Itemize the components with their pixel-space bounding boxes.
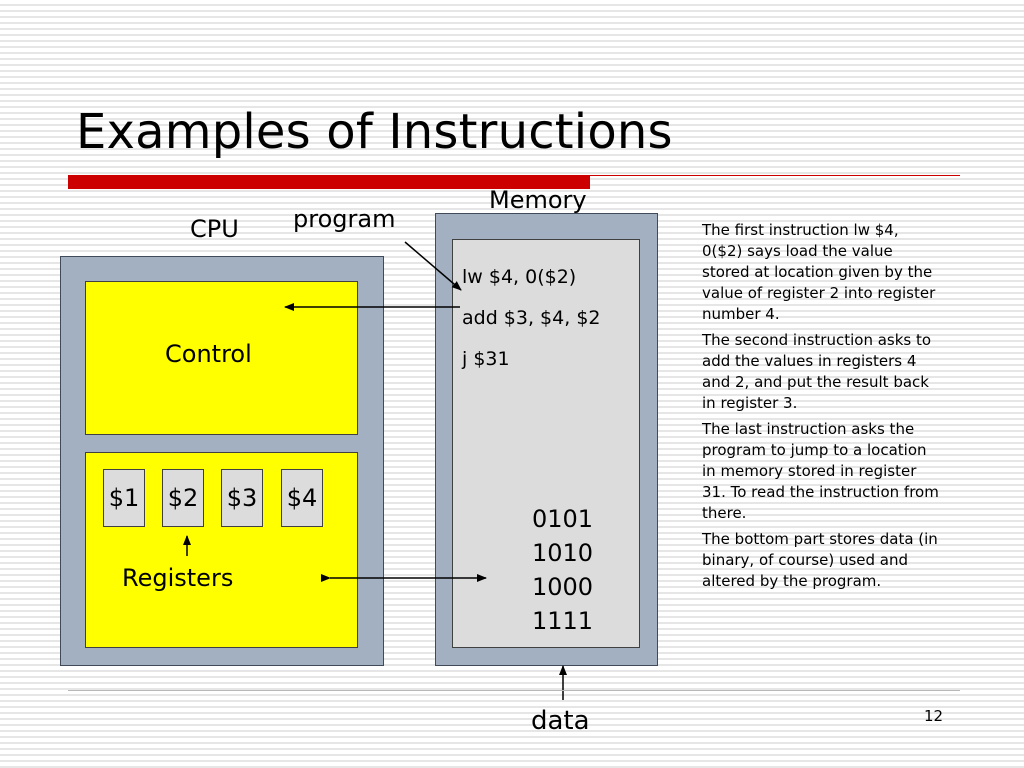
registers-label: Registers (122, 564, 234, 592)
cpu-label: CPU (190, 215, 239, 243)
slide-title: Examples of Instructions (76, 104, 673, 160)
instruction-3: j $31 (462, 348, 510, 370)
explanation-notes: The first instruction lw $4, 0($2) says … (702, 220, 942, 597)
title-divider (590, 175, 960, 176)
program-pointer-arrow (404, 241, 462, 291)
memory-label: Memory (489, 186, 587, 214)
data-label: data (531, 706, 590, 736)
register-1: $1 (103, 469, 145, 527)
binary-data-4: 1111 (532, 607, 594, 635)
note-3: The last instruction asks the program to… (702, 420, 939, 522)
instruction-2: add $3, $4, $2 (462, 307, 601, 329)
memory-contents (452, 239, 640, 648)
title-accent-bar (68, 175, 590, 189)
footer-divider (68, 690, 960, 691)
note-2: The second instruction asks to add the v… (702, 331, 932, 412)
page-number: 12 (924, 707, 944, 725)
note-1: The first instruction lw $4, 0($2) says … (702, 221, 936, 323)
instruction-1: lw $4, 0($2) (462, 266, 577, 288)
register-4: $4 (281, 469, 323, 527)
register-2: $2 (162, 469, 204, 527)
binary-data-2: 1010 (532, 539, 594, 567)
binary-data-3: 1000 (532, 573, 594, 601)
note-4: The bottom part stores data (in binary, … (702, 530, 938, 590)
program-label: program (293, 205, 396, 233)
binary-data-1: 0101 (532, 505, 594, 533)
control-label: Control (165, 340, 252, 368)
register-3: $3 (221, 469, 263, 527)
